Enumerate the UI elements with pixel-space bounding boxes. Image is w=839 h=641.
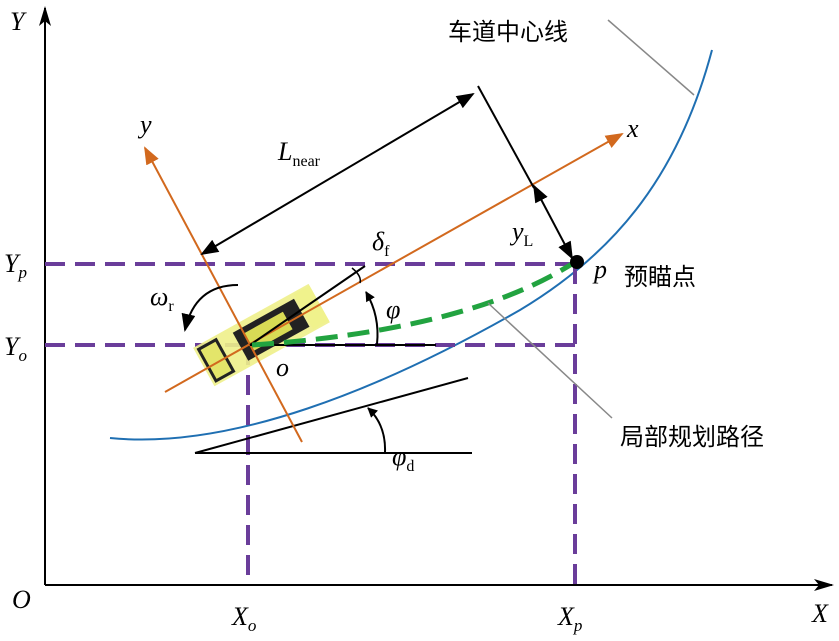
Yo-label: Yo (4, 332, 27, 365)
preview-perp-line (477, 85, 535, 189)
local-x-label: x (626, 114, 639, 143)
phi-d-label: φd (392, 442, 414, 475)
local-x-axis (164, 133, 624, 393)
omega-arc (181, 284, 239, 332)
steering-line (249, 265, 366, 346)
local-path-curve (251, 259, 577, 348)
yL-arrow (533, 184, 573, 260)
axis-X-label: X (811, 599, 829, 628)
vehicle-origin-label: o (276, 353, 289, 382)
yL-label: yL (509, 217, 533, 250)
path-leader-line (487, 302, 613, 419)
local-y-axis (144, 146, 303, 443)
preview-point-label: p (592, 255, 607, 284)
delta-arc (351, 267, 362, 284)
axis-Y-label: Y (10, 7, 27, 36)
Yp-label: Yp (4, 249, 27, 282)
L-near-label: Lnear (277, 137, 321, 170)
phi-d-arc (367, 407, 387, 453)
delta-f-label: δf (372, 227, 390, 260)
preview-point-cn-label: 预瞄点 (624, 263, 696, 291)
phi-label: φ (386, 295, 400, 324)
dashed-guides (45, 262, 578, 585)
Xo-label: Xo (231, 602, 256, 635)
tangent-line (194, 377, 469, 454)
local-path-label: 局部规划路径 (620, 423, 764, 451)
lane-center-line-label: 车道中心线 (448, 18, 568, 46)
lane-leader-line (607, 19, 695, 96)
lane-center-curve (109, 49, 713, 441)
omega-r-label: ωr (150, 282, 174, 315)
phi-arc (365, 291, 379, 345)
origin-label: O (12, 585, 31, 614)
preview-point-marker (570, 255, 584, 269)
Xp-label: Xp (557, 602, 582, 635)
local-y-label: y (137, 110, 152, 139)
vehicle-icon (193, 283, 330, 387)
L-near-arrow (200, 92, 475, 256)
